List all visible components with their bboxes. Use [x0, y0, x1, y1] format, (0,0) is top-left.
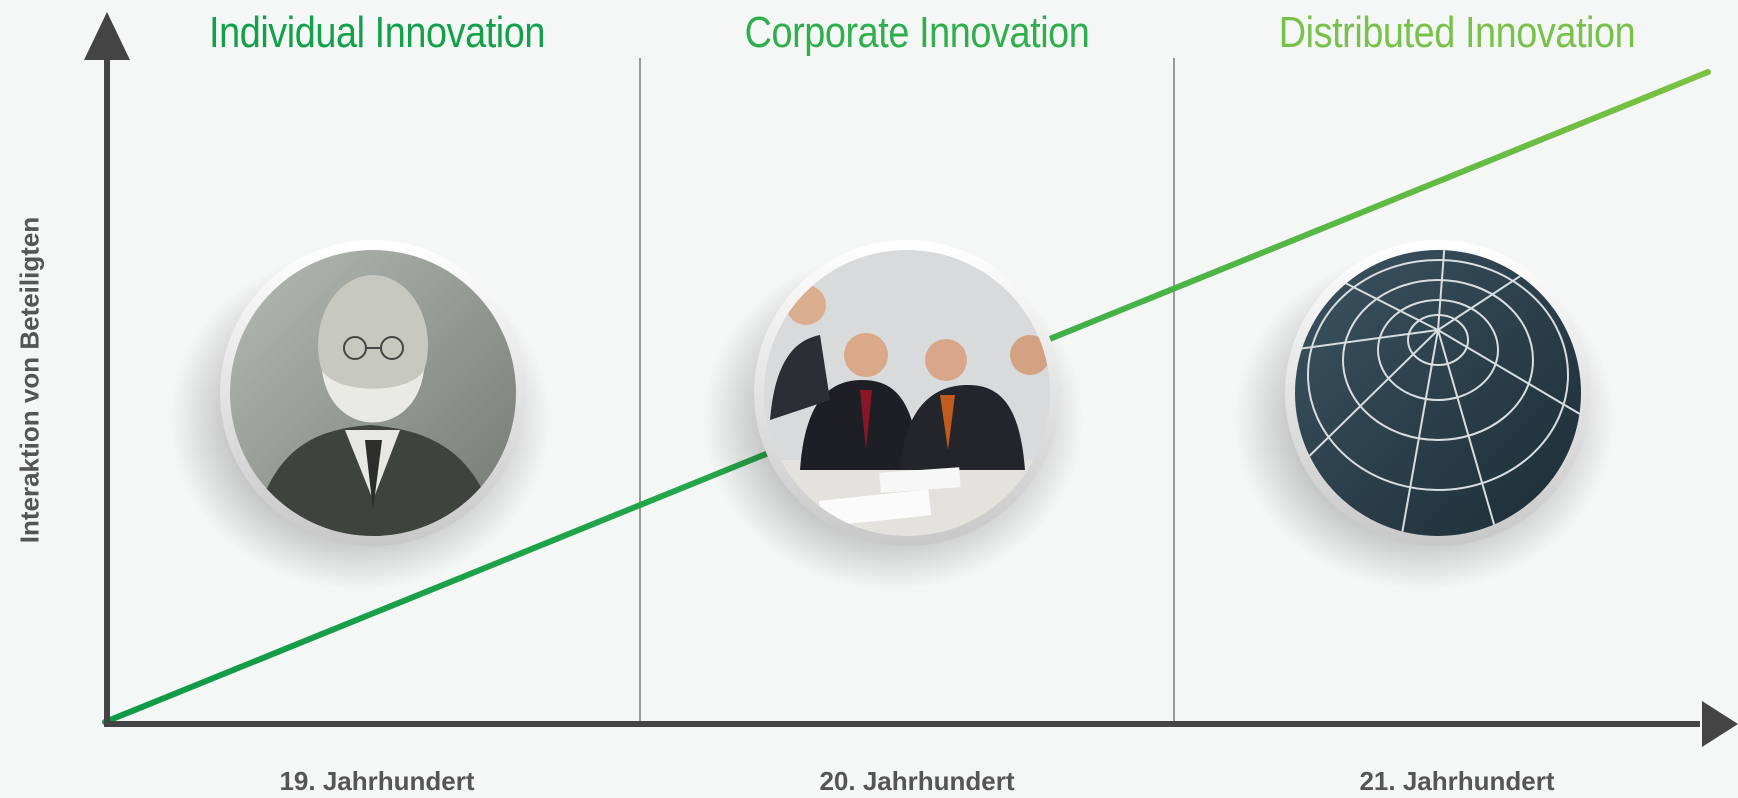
- x-axis-arrow-icon: [1702, 701, 1738, 747]
- era-title-distributed: Distributed Innovation: [1278, 8, 1636, 57]
- century-label-19: 19. Jahrhundert: [279, 766, 475, 796]
- era-image-team-meeting: [703, 240, 1083, 590]
- y-axis-label-text: Interaktion von Beteiligten: [14, 216, 45, 544]
- era-title-individual: Individual Innovation: [209, 8, 545, 57]
- era-title-corporate: Corporate Innovation: [744, 8, 1090, 57]
- era-image-portrait: [170, 240, 550, 590]
- century-label-20: 20. Jahrhundert: [819, 766, 1015, 796]
- y-axis-arrow-icon: [84, 12, 130, 60]
- era-image-spider-web: [1234, 240, 1614, 590]
- century-label-21: 21. Jahrhundert: [1359, 766, 1555, 796]
